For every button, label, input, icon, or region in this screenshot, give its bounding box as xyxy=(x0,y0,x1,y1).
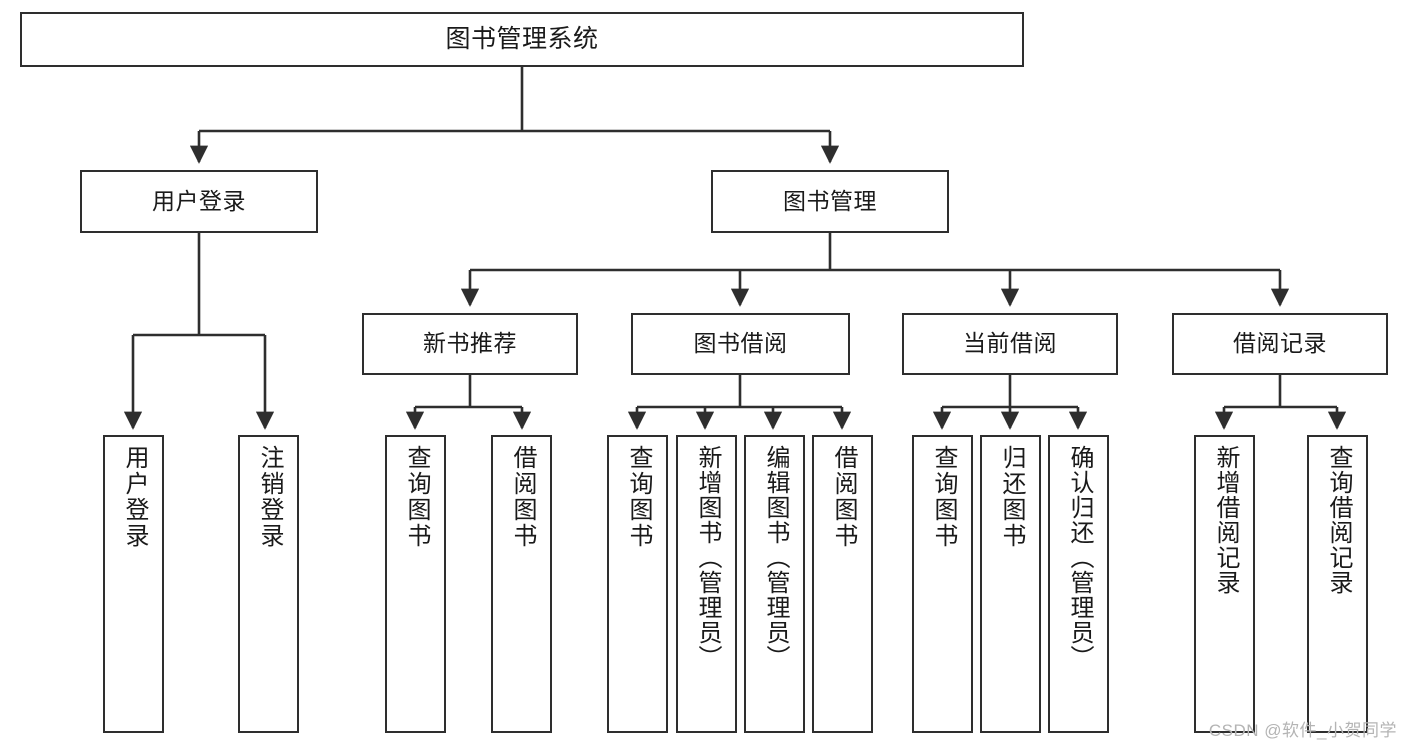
leaf-book-borrow-add-label: 新增图书（管理员） xyxy=(693,445,721,670)
leaf-current-borrow-confirm[interactable]: 确认归还（管理员） xyxy=(1048,435,1109,733)
leaf-new-book-borrow[interactable]: 借阅图书 xyxy=(491,435,552,733)
leaf-current-borrow-query[interactable]: 查询图书 xyxy=(912,435,973,733)
leaf-current-borrow-query-label: 查询图书 xyxy=(929,445,957,549)
leaf-user-login-login[interactable]: 用户登录 xyxy=(103,435,164,733)
leaf-book-borrow-query-label: 查询图书 xyxy=(624,445,652,549)
node-user-login[interactable]: 用户登录 xyxy=(80,170,318,233)
leaf-current-borrow-confirm-label: 确认归还（管理员） xyxy=(1065,445,1093,670)
leaf-current-borrow-return-label: 归还图书 xyxy=(997,445,1025,549)
leaf-book-borrow-borrow[interactable]: 借阅图书 xyxy=(812,435,873,733)
node-borrow-record[interactable]: 借阅记录 xyxy=(1172,313,1388,375)
leaf-book-borrow-borrow-label: 借阅图书 xyxy=(829,445,857,549)
leaf-book-borrow-add[interactable]: 新增图书（管理员） xyxy=(676,435,737,733)
node-new-book-recommend-label: 新书推荐 xyxy=(423,330,517,357)
node-book-borrow-label: 图书借阅 xyxy=(693,330,788,357)
node-book-management-label: 图书管理 xyxy=(783,187,877,214)
leaf-new-book-query[interactable]: 查询图书 xyxy=(385,435,446,733)
leaf-borrow-record-query[interactable]: 查询借阅记录 xyxy=(1307,435,1368,733)
leaf-user-login-logout-label: 注销登录 xyxy=(255,445,283,549)
node-root-label: 图书管理系统 xyxy=(445,24,599,53)
leaf-current-borrow-return[interactable]: 归还图书 xyxy=(980,435,1041,733)
node-new-book-recommend[interactable]: 新书推荐 xyxy=(362,313,578,375)
node-current-borrow[interactable]: 当前借阅 xyxy=(902,313,1118,375)
node-book-borrow[interactable]: 图书借阅 xyxy=(631,313,850,375)
leaf-user-login-login-label: 用户登录 xyxy=(120,445,148,549)
watermark: CSDN @软件_小贺同学 xyxy=(1208,721,1397,740)
node-borrow-record-label: 借阅记录 xyxy=(1233,330,1327,357)
leaf-book-borrow-query[interactable]: 查询图书 xyxy=(607,435,668,733)
node-user-login-label: 用户登录 xyxy=(152,187,246,214)
node-root[interactable]: 图书管理系统 xyxy=(20,12,1024,67)
leaf-new-book-borrow-label: 借阅图书 xyxy=(508,445,536,549)
leaf-borrow-record-query-label: 查询借阅记录 xyxy=(1324,445,1352,595)
node-book-management[interactable]: 图书管理 xyxy=(711,170,949,233)
leaf-new-book-query-label: 查询图书 xyxy=(402,445,430,549)
leaf-book-borrow-edit-label: 编辑图书（管理员） xyxy=(761,445,789,670)
leaf-book-borrow-edit[interactable]: 编辑图书（管理员） xyxy=(744,435,805,733)
leaf-borrow-record-add-label: 新增借阅记录 xyxy=(1211,445,1239,595)
node-current-borrow-label: 当前借阅 xyxy=(963,330,1057,357)
leaf-borrow-record-add[interactable]: 新增借阅记录 xyxy=(1194,435,1255,733)
leaf-user-login-logout[interactable]: 注销登录 xyxy=(238,435,299,733)
